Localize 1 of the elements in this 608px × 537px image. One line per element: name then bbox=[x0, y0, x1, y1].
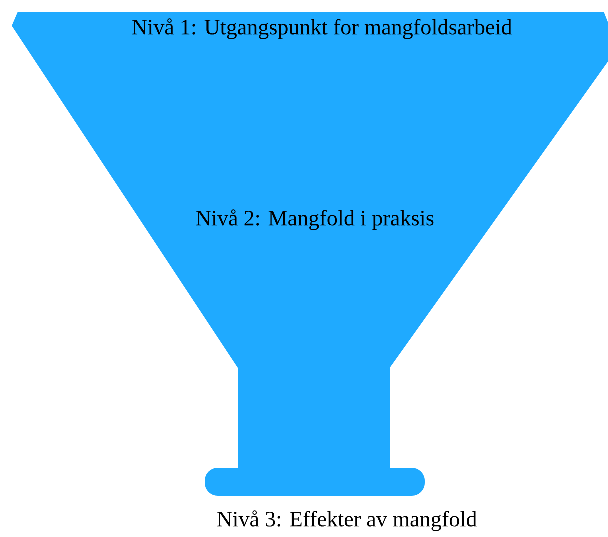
level-label: Nivå 3: Effekter av mangfold bbox=[217, 510, 477, 532]
